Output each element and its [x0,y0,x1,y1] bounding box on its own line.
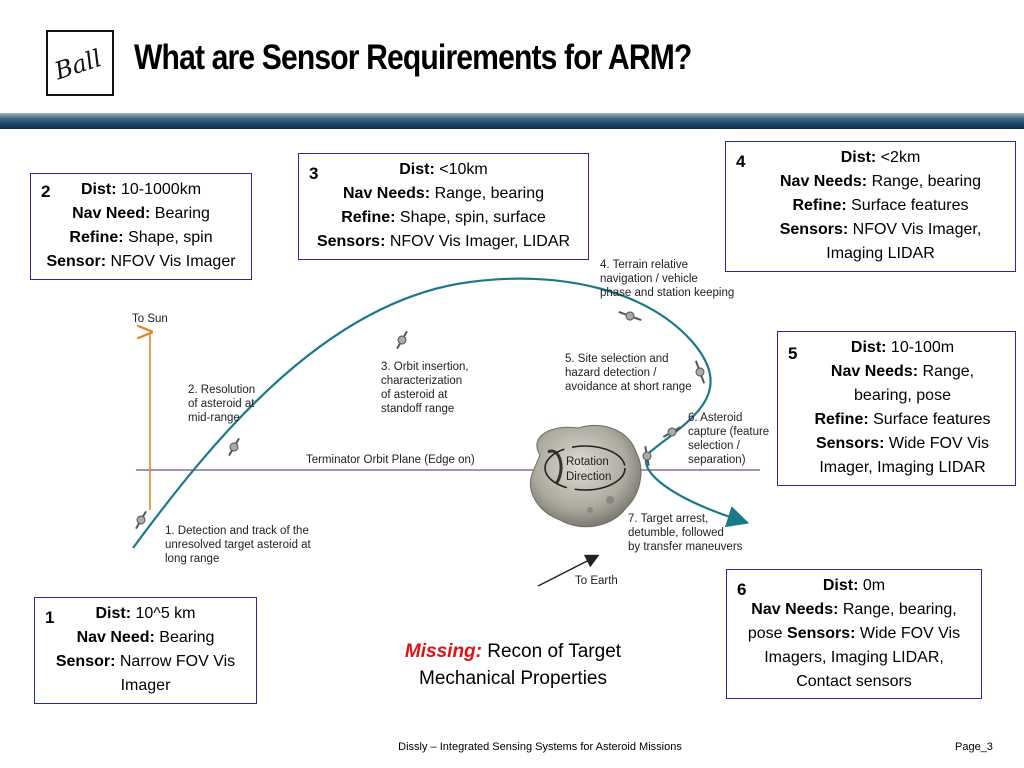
spacecraft-icon-3 [396,330,408,350]
to-earth-arrow [537,554,600,587]
svg-text:by transfer maneuvers: by transfer maneuvers [628,541,743,553]
svg-text:1. Detection and track of the: 1. Detection and track of the [165,525,309,537]
step-label-7: 7. Target arrest, detumble, followed by … [628,513,743,553]
svg-text:characterization: characterization [381,375,462,387]
step-label-4: 4. Terrain relative navigation / vehicle… [600,259,734,299]
requirement-box-5: 5 Dist: 10-100m Nav Needs: Range, bearin… [777,331,1016,486]
svg-text:capture (feature: capture (feature [688,426,769,438]
footer-citation: Dissly – Integrated Sensing Systems for … [398,741,682,753]
svg-text:standoff range: standoff range [381,403,454,415]
box-line-dist: Dist: 10^5 km [95,605,196,622]
spacecraft-icon-1 [135,510,147,530]
ball-logo: Ball [46,30,114,96]
asteroid-icon: Rotation Direction [530,424,642,528]
box-line-refine: Refine: Surface features [814,411,991,428]
svg-text:mid-range: mid-range [188,412,240,424]
spacecraft-icon-2 [228,437,240,457]
svg-text:3. Orbit insertion,: 3. Orbit insertion, [381,361,469,373]
step-label-2: 2. Resolution of asteroid at mid-range [188,384,255,424]
missing-note: Missing: Recon of Target Mechanical Prop… [388,638,638,692]
spacecraft-icon-4 [618,310,642,322]
box-line-nav-sensors: Nav Needs: Range, bearing, pose Sensors:… [747,601,961,690]
spacecraft-icon-5 [694,360,706,384]
svg-text:navigation / vehicle: navigation / vehicle [600,273,698,285]
box-line-sensor: Sensors: NFOV Vis Imager, LIDAR [316,233,571,250]
box-number: 5 [788,344,798,363]
box-number: 4 [736,152,746,171]
svg-text:5. Site selection and: 5. Site selection and [565,353,669,365]
box-line-sensor: Sensor: Narrow FOV Vis Imager [55,653,236,694]
box-line-nav: Nav Needs: Range, bearing [342,185,544,202]
requirement-box-6: 6 Dist: 0m Nav Needs: Range, bearing, po… [726,569,982,699]
to-earth-label: To Earth [575,575,618,587]
step-label-3: 3. Orbit insertion, characterization of … [381,361,469,415]
box-line-nav: Nav Need: Bearing [72,205,210,222]
page-number: Page_3 [955,741,993,753]
box-number: 1 [45,608,55,627]
step-label-1: 1. Detection and track of the unresolved… [165,525,312,565]
step-label-6: 6. Asteroid capture (feature selection /… [688,412,769,466]
header-bar [0,113,1024,129]
box-number: 3 [309,164,319,183]
svg-text:6. Asteroid: 6. Asteroid [688,412,742,424]
svg-text:of asteroid at: of asteroid at [381,389,448,401]
box-line-nav: Nav Need: Bearing [76,629,215,646]
slide-title: What are Sensor Requirements for ARM? [134,38,692,77]
box-number: 6 [737,580,747,599]
box-line-dist: Dist: 10-100m [850,339,955,356]
svg-text:selection /: selection / [688,440,741,452]
missing-label: Missing: [404,641,482,662]
box-line-nav: Nav Needs: Range, bearing, pose [830,363,975,404]
step-label-5: 5. Site selection and hazard detection /… [565,353,692,393]
box-line-refine: Refine: Shape, spin [69,229,213,246]
box-line-dist: Dist: 0m [822,577,886,594]
svg-text:long range: long range [165,553,219,565]
spacecraft-icon-7 [642,445,652,467]
rotation-label-1: Rotation [566,456,609,468]
box-line-dist: Dist: <2km [840,149,921,166]
missing-text: Recon of Target Mechanical Properties [419,641,622,689]
terminator-plane-label: Terminator Orbit Plane (Edge on) [306,454,475,466]
box-line-dist: Dist: 10-1000km [80,181,202,198]
box-line-sensor: Sensors: Wide FOV Vis Imager, Imaging LI… [815,435,990,476]
svg-text:4. Terrain relative: 4. Terrain relative [600,259,688,271]
rotation-label-2: Direction [566,471,611,483]
requirement-box-4: 4 Dist: <2km Nav Needs: Range, bearing R… [725,141,1016,272]
svg-text:unresolved target asteroid at: unresolved target asteroid at [165,539,312,551]
svg-text:2. Resolution: 2. Resolution [188,384,255,396]
svg-text:hazard detection /: hazard detection / [565,367,657,379]
svg-text:of asteroid at: of asteroid at [188,398,255,410]
to-sun-label: To Sun [132,313,168,325]
ball-logo-mark: Ball [50,44,105,86]
box-line-nav: Nav Needs: Range, bearing [779,173,981,190]
box-line-sensor: Sensor: NFOV Vis Imager [46,253,236,270]
svg-text:detumble, followed: detumble, followed [628,527,724,539]
svg-text:phase and station keeping: phase and station keeping [600,287,734,299]
box-line-sensor: Sensors: NFOV Vis Imager, Imaging LIDAR [779,221,982,262]
svg-text:7. Target arrest,: 7. Target arrest, [628,513,708,525]
svg-text:separation): separation) [688,454,746,466]
box-line-refine: Refine: Shape, spin, surface [341,209,546,226]
svg-text:avoidance at short range: avoidance at short range [565,381,692,393]
spacecraft-icon-6 [662,426,682,438]
box-line-refine: Refine: Surface features [792,197,969,214]
box-number: 2 [41,182,51,201]
box-line-dist: Dist: <10km [399,161,488,178]
requirement-box-3: 3 Dist: <10km Nav Needs: Range, bearing … [298,153,589,260]
requirement-box-2: 2 Dist: 10-1000km Nav Need: Bearing Refi… [30,173,252,280]
requirement-box-1: 1 Dist: 10^5 km Nav Need: Bearing Sensor… [34,597,257,704]
